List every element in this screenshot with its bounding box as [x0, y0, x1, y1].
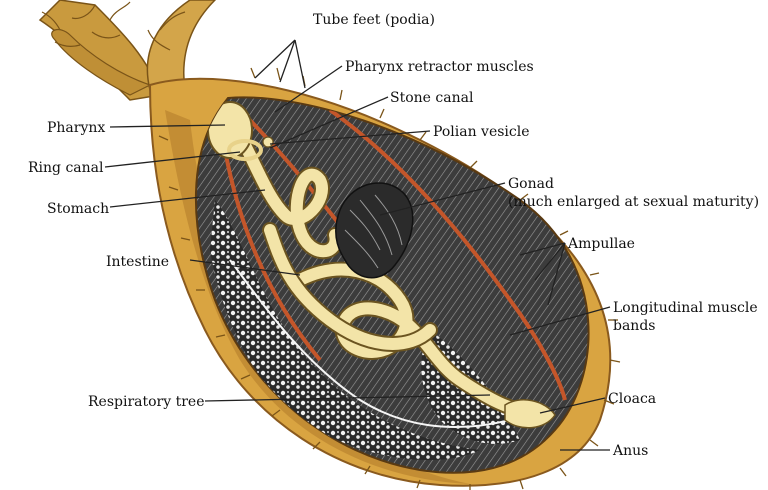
label-ring-canal: Ring canal [28, 160, 104, 176]
label-pharynx-retractor: Pharynx retractor muscles [345, 59, 534, 75]
label-gonad: Gonad [508, 176, 554, 192]
respiratory-tree [210, 200, 480, 460]
label-polian-vesicle: Polian vesicle [433, 124, 530, 140]
label-pharynx: Pharynx [47, 120, 105, 136]
label-longitudinal-1: Longitudinal muscle [613, 300, 758, 316]
gonad [335, 182, 414, 279]
label-cloaca: Cloaca [608, 391, 656, 407]
label-anus: Anus [612, 443, 648, 459]
label-stomach: Stomach [47, 201, 109, 217]
ring-canal [227, 139, 263, 161]
label-stone-canal: Stone canal [390, 90, 474, 106]
intestine [237, 137, 538, 420]
label-gonad-note: (much enlarged at sexual maturity) [508, 194, 759, 210]
tentacle-branch [146, 0, 217, 91]
polian-vesicle [262, 136, 274, 148]
label-respiratory-tree: Respiratory tree [88, 394, 204, 410]
label-longitudinal-2: bands [613, 318, 655, 334]
tentacle-crown [38, 0, 217, 101]
label-ampullae: Ampullae [567, 236, 635, 252]
label-tube-feet: Tube feet (podia) [313, 12, 435, 28]
cloaca [504, 399, 556, 429]
leader-lines [104, 39, 611, 451]
labels: Tube feet (podia) Pharynx retractor musc… [28, 12, 759, 459]
label-intestine: Intestine [106, 254, 169, 270]
